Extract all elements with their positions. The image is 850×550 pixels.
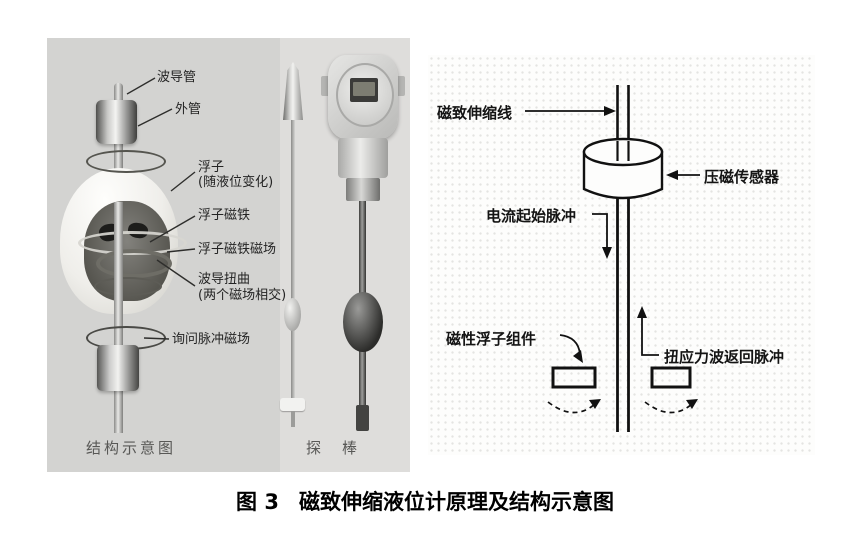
wire-arrow	[525, 106, 616, 116]
label-magnetic-float-assembly: 磁性浮子组件	[446, 330, 537, 348]
probe-float-graphic	[343, 292, 383, 352]
transmitter-body-graphic	[338, 138, 388, 178]
sensor-cylinder-graphic	[582, 137, 664, 200]
principle-diagram-drawing	[525, 85, 700, 432]
structure-photo-panel: 波导管 外管 浮子 (随液位变化) 浮子磁铁 浮子磁铁磁场 波导扭曲 (两个磁场…	[47, 38, 410, 472]
label-outer-tube: 外管	[175, 102, 202, 117]
figure-caption: 图 3 磁致伸缩液位计原理及结构示意图	[0, 486, 850, 516]
outer-tube-graphic	[96, 100, 137, 144]
rotation-arc-left	[547, 399, 601, 414]
transmitter-lug-right-graphic	[395, 76, 405, 96]
slim-probe-float-graphic	[284, 298, 301, 331]
waveguide-rod-inner-graphic	[114, 202, 123, 314]
float-assembly-arrow	[559, 334, 583, 363]
label-interrogation-pulse-field: 询问脉冲磁场	[172, 332, 251, 347]
label-torsional-wave-return-pulse: 扭应力波返回脉冲	[664, 348, 785, 366]
label-waveguide-tube: 波导管	[157, 70, 197, 85]
bottom-tube-graphic	[97, 345, 139, 391]
label-float-note: (随液位变化)	[198, 175, 274, 190]
label-current-start-pulse: 电流起始脉冲	[486, 207, 577, 225]
label-piezomagnetic-sensor: 压磁传感器	[704, 168, 780, 186]
label-waveguide-twist: 波导扭曲	[198, 272, 251, 287]
current-pulse-arrow	[592, 213, 612, 259]
transmitter-display-screen-graphic	[353, 82, 375, 96]
return-pulse-arrow	[637, 306, 659, 356]
label-float-magnet-field: 浮子磁铁磁场	[198, 242, 277, 257]
label-waveguide-twist-note: (两个磁场相交)	[198, 288, 287, 303]
rotation-arc-right	[644, 399, 698, 414]
slim-probe-tip-graphic	[291, 411, 295, 427]
label-magnetostrictive-wire: 磁致伸缩线	[437, 104, 513, 122]
transmitter-lug-left-graphic	[321, 76, 331, 96]
leader-lines	[126, 77, 196, 340]
figure-caption-title: 磁致伸缩液位计原理及结构示意图	[298, 490, 614, 514]
probe-bottom-fitting-graphic	[356, 405, 369, 431]
label-float-magnet: 浮子磁铁	[198, 208, 251, 223]
process-connection-graphic	[346, 178, 380, 201]
slim-probe-rod-graphic	[291, 120, 295, 426]
figure-caption-number: 图 3	[236, 490, 279, 514]
sensor-arrow	[666, 170, 700, 180]
slim-probe-fitting-graphic	[280, 398, 305, 411]
float-magnet-left-rect	[551, 366, 597, 389]
structure-diagram-caption: 结构示意图	[86, 439, 177, 457]
label-float: 浮子	[198, 160, 225, 175]
waveguide-twist-ring-graphic	[96, 249, 172, 278]
slim-probe-cap-graphic	[283, 62, 303, 120]
pulse-field-ring-top-graphic	[86, 150, 166, 173]
tube-graphic	[616, 198, 630, 432]
probe-photo-caption: 探 棒	[306, 439, 361, 457]
inner-field-ring-graphic	[94, 277, 162, 296]
principle-diagram-panel: 磁致伸缩线 压磁传感器 电流起始脉冲 磁性浮子组件 扭应力波返回脉冲	[428, 55, 815, 455]
float-magnet-right-rect	[650, 366, 692, 389]
